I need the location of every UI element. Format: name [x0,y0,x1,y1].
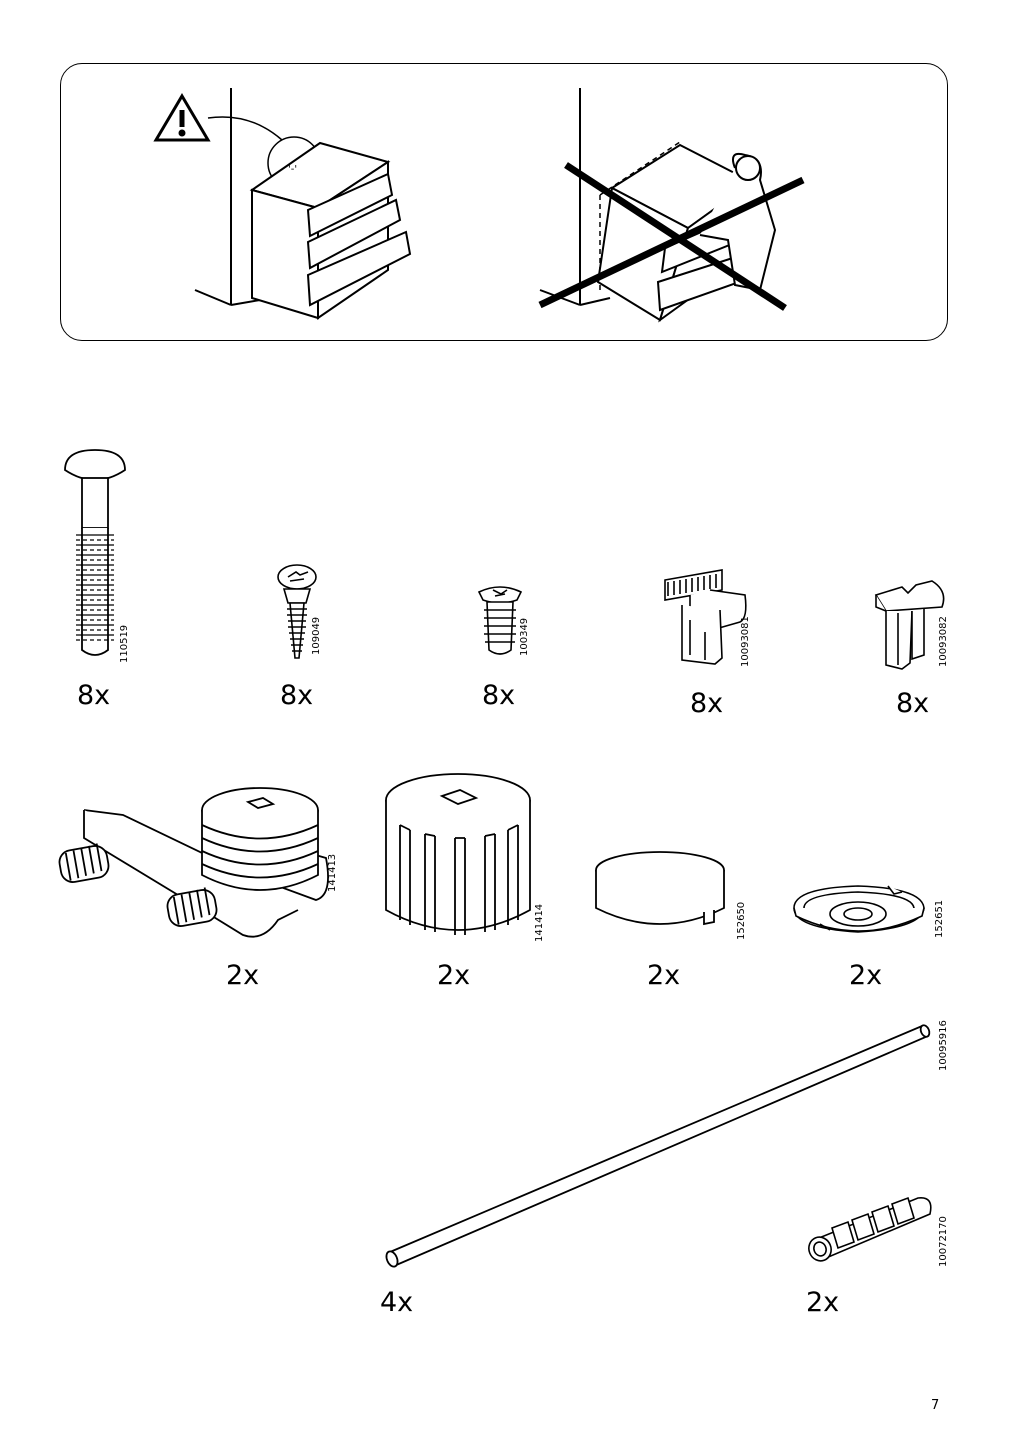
part-code: 10093082 [938,616,949,667]
part-code: 109049 [311,616,322,655]
part-quantity: 2x [437,960,471,991]
part-quantity: 2x [647,960,681,991]
part-code: 110519 [119,624,130,663]
short-screw-icon [477,586,523,655]
part-code: 152650 [736,901,747,940]
chest-of-drawers-correct: '-' [249,141,412,320]
part-quantity: 2x [806,1287,840,1318]
part-quantity: 8x [690,688,724,719]
wood-screw-icon [277,564,317,659]
long-rod-icon [385,1024,931,1268]
part-quantity: 4x [380,1287,414,1318]
part-code: 10072170 [938,1216,949,1267]
warning-illustrations: '-' [153,88,805,323]
part-quantity: 8x [77,680,111,711]
warning-triangle-icon [153,93,211,142]
part-code: 10093081 [740,616,751,667]
ribbed-knob-icon [385,773,531,935]
drawer-stop-clip-icon [664,569,747,665]
part-code: 10095916 [938,1020,949,1071]
svg-text:'-': '-' [288,164,297,175]
round-cap-icon [595,851,725,926]
part-quantity: 8x [280,680,314,711]
cam-fitting-bracket-icon [58,787,329,938]
warning-panel [60,63,948,341]
part-code: 100349 [519,617,530,656]
part-code: 152651 [934,899,945,938]
mesh-sleeve-icon [808,1196,932,1262]
dish-washer-icon [793,885,925,933]
part-code: 141413 [327,853,338,892]
part-code: 141414 [534,903,545,942]
part-quantity: 8x [896,688,930,719]
part-quantity: 8x [482,680,516,711]
part-quantity: 2x [849,960,883,991]
long-expansion-bolt-icon [64,449,126,656]
end-cap-icon [874,580,945,670]
page-number: 7 [931,1398,940,1413]
part-quantity: 2x [226,960,260,991]
